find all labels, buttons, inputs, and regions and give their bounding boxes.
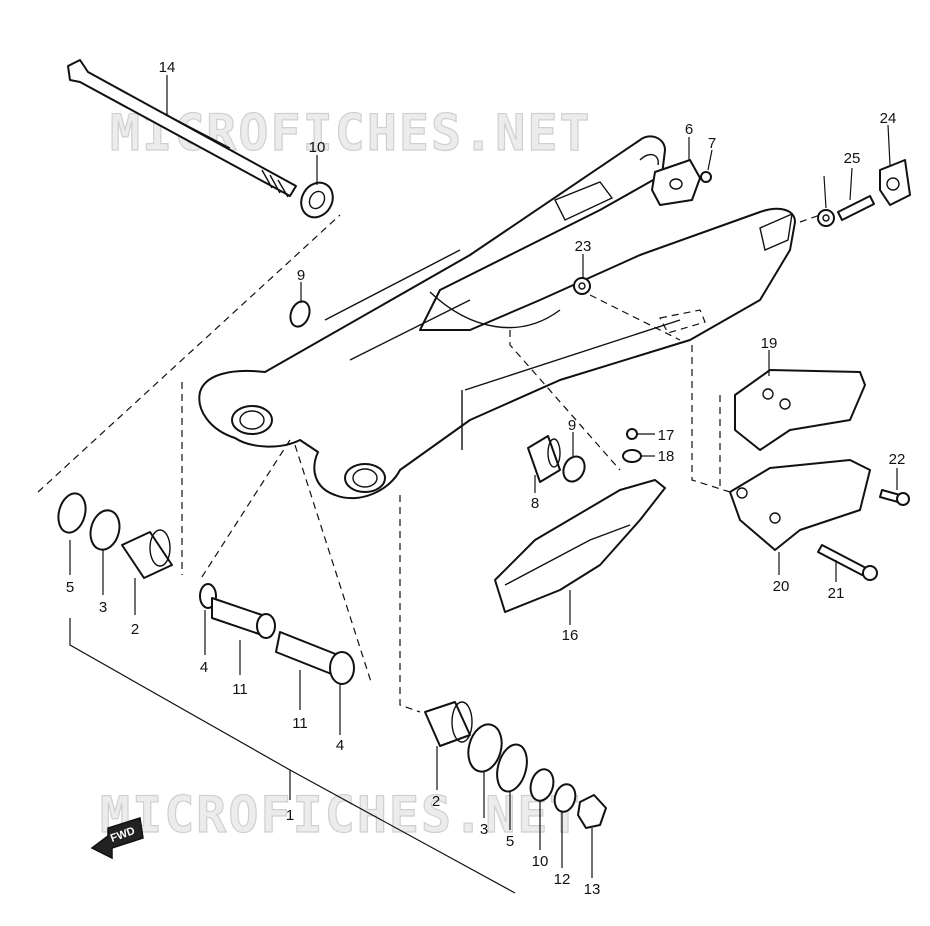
watermark-bottom: MICROFICHES.NET bbox=[100, 786, 582, 844]
callout-11-left: 11 bbox=[232, 681, 248, 698]
nut-22-part bbox=[573, 277, 591, 295]
washer-17-part bbox=[622, 449, 642, 463]
callout-1: 1 bbox=[286, 807, 294, 824]
callout-15: 16 bbox=[562, 627, 579, 644]
plate-6-part bbox=[651, 159, 701, 206]
callout-4-right: 4 bbox=[336, 737, 344, 754]
callout-2-left: 2 bbox=[131, 621, 139, 638]
callout-10-bottom: 10 bbox=[532, 853, 549, 870]
bolt-21-part bbox=[879, 489, 910, 506]
chain-guide-part bbox=[729, 369, 871, 551]
callout-23: 24 bbox=[880, 110, 897, 127]
callout-10-top: 10 bbox=[309, 139, 326, 156]
callout-3-right: 3 bbox=[480, 821, 488, 838]
nut-25-part bbox=[817, 209, 835, 227]
chain-slider-part bbox=[494, 479, 666, 613]
bearing-8-part bbox=[527, 435, 561, 483]
callout-20: 21 bbox=[828, 585, 845, 602]
callout-8: 8 bbox=[531, 495, 539, 512]
callout-9-top: 9 bbox=[297, 267, 305, 284]
assembly-lines bbox=[37, 214, 821, 713]
callout-19: 20 bbox=[773, 578, 790, 595]
callout-2-right: 2 bbox=[432, 793, 440, 810]
seal-9-mid-part bbox=[562, 455, 586, 483]
pivot-shaft-part bbox=[67, 59, 297, 198]
bolt-24-part bbox=[837, 195, 875, 221]
swingarm-part bbox=[198, 135, 796, 500]
callout-16: 17 bbox=[658, 427, 675, 444]
callout-21: 22 bbox=[889, 451, 906, 468]
callout-6: 6 bbox=[685, 121, 693, 138]
washer-top-part bbox=[300, 181, 334, 219]
callout-labels: 14 10 6 7 24 25 23 9 19 22 17 18 9 8 16 … bbox=[66, 59, 906, 898]
callout-3-left: 3 bbox=[99, 599, 107, 616]
collar-set-part bbox=[199, 583, 355, 685]
callout-5-right: 5 bbox=[506, 833, 514, 850]
callout-22: 23 bbox=[575, 238, 592, 255]
fwd-arrow-icon: FWD bbox=[90, 817, 144, 860]
callout-17: 18 bbox=[658, 448, 675, 465]
bolt-7-part bbox=[700, 171, 712, 183]
callout-18: 19 bbox=[761, 335, 778, 352]
callout-9-mid: 9 bbox=[568, 417, 576, 434]
callout-11-right: 11 bbox=[292, 715, 308, 732]
watermark-top: MICROFICHES.NET bbox=[110, 104, 592, 162]
chain-adjuster-23-part bbox=[879, 159, 911, 206]
callout-24: 25 bbox=[844, 150, 861, 167]
bolt-16-part bbox=[626, 428, 638, 440]
callout-7: 7 bbox=[708, 135, 716, 152]
callout-14: 13 bbox=[584, 881, 601, 898]
callout-4-left: 4 bbox=[200, 659, 208, 676]
callout-12: 14 bbox=[159, 59, 176, 76]
callout-13: 12 bbox=[554, 871, 571, 888]
seal-9-top-part bbox=[289, 300, 311, 328]
leader-lines bbox=[69, 75, 898, 894]
left-bearing-set-part bbox=[57, 492, 173, 579]
bolt-20-part bbox=[817, 544, 878, 581]
callout-5-left: 5 bbox=[66, 579, 74, 596]
right-bearing-set-part bbox=[424, 701, 607, 829]
